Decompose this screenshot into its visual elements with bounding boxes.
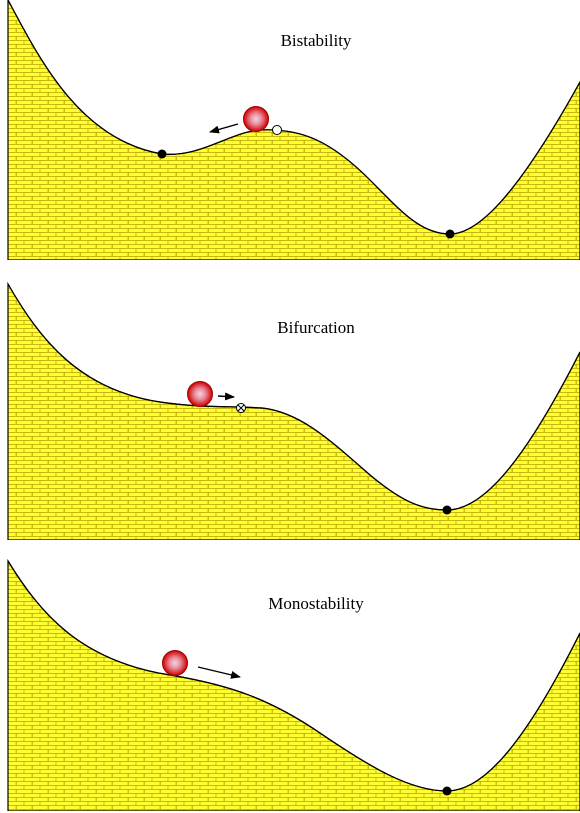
saddle-node-point-icon [237,404,246,413]
panel-title: Bifurcation [277,318,355,337]
ball-icon [188,382,213,407]
bistability-diagram: Bistability [0,0,580,260]
ball-icon [244,107,269,132]
stable-point-icon [446,230,455,239]
bifurcation-panel: Bifurcation [0,280,580,540]
arrow-icon [198,667,240,677]
stable-point-icon [158,150,167,159]
arrow-icon [210,124,238,132]
stable-point-icon [443,506,452,515]
panel-title: Bistability [281,31,352,50]
arrow-icon [218,396,234,397]
bifurcation-diagram: Bifurcation [0,280,580,540]
ball-icon [163,651,188,676]
bistability-panel: Bistability [0,0,580,260]
stable-point-icon [443,787,452,796]
monostability-panel: Monostability [0,553,580,813]
monostability-diagram: Monostability [0,553,580,811]
panel-title: Monostability [268,594,364,613]
unstable-point-icon [273,126,282,135]
